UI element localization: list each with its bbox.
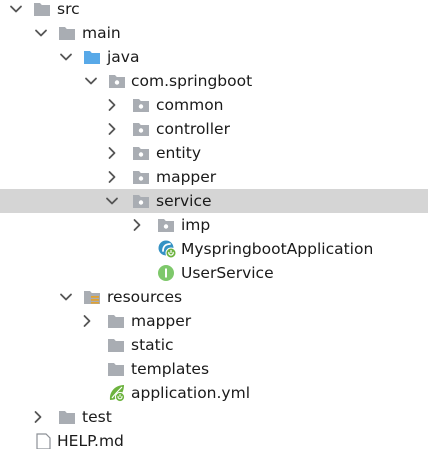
folder-icon [108,315,124,328]
tree-node-label: mapper [131,312,192,330]
tree-node-imp[interactable]: imp [0,213,428,237]
chevron-right-icon[interactable] [79,313,95,329]
tree-node-label: UserService [181,264,274,282]
tree-node-mapper-folder[interactable]: mapper [0,309,428,333]
chevron-right-icon[interactable] [129,217,145,233]
tree-node-label: MyspringbootApplication [181,240,374,258]
tree-node-help-md[interactable]: HELP.md [0,429,428,453]
tree-node-label: templates [131,360,210,378]
tree-node-application-yml[interactable]: application.yml [0,381,428,405]
chevron-down-icon[interactable] [58,49,74,65]
tree-node-label: test [82,408,112,426]
tree-node-userservice[interactable]: UserService [0,261,428,285]
chevron-right-icon[interactable] [104,145,120,161]
tree-node-src[interactable]: src [0,0,428,21]
chevron-right-icon[interactable] [104,97,120,113]
tree-node-label: src [57,0,80,18]
tree-node-label: static [131,336,174,354]
spring-boot-class-icon [158,240,177,259]
tree-node-label: service [156,192,212,210]
chevron-right-icon[interactable] [30,409,46,425]
source-folder-icon [84,51,100,64]
tree-node-label: controller [156,120,230,138]
folder-icon [108,363,124,376]
folder-icon [59,27,75,40]
chevron-down-icon[interactable] [104,193,120,209]
tree-node-controller[interactable]: controller [0,117,428,141]
tree-node-label: mapper [156,168,217,186]
tree-node-common[interactable]: common [0,93,428,117]
tree-node-label: imp [181,216,211,234]
chevron-down-icon[interactable] [33,25,49,41]
tree-node-com-springboot[interactable]: com.springboot [0,69,428,93]
chevron-down-icon[interactable] [8,1,24,17]
markdown-file-icon [36,433,51,449]
tree-node-java[interactable]: java [0,45,428,69]
tree-node-mapper-package[interactable]: mapper [0,165,428,189]
tree-node-resources[interactable]: resources [0,285,428,309]
spring-config-file-icon [109,385,126,403]
tree-node-label: main [82,24,121,42]
package-icon [133,195,149,208]
tree-node-main[interactable]: main [0,21,428,45]
tree-node-templates[interactable]: templates [0,357,428,381]
package-icon [133,123,149,136]
tree-node-label: java [107,48,140,66]
package-icon [133,147,149,160]
tree-node-label: HELP.md [57,432,124,450]
chevron-down-icon[interactable] [58,289,74,305]
package-icon [133,99,149,112]
interface-icon [158,265,174,281]
tree-node-test[interactable]: test [0,405,428,429]
folder-icon [59,411,75,424]
tree-node-entity[interactable]: entity [0,141,428,165]
resources-folder-icon [84,291,100,304]
chevron-right-icon[interactable] [104,121,120,137]
tree-node-label: com.springboot [131,72,253,90]
chevron-right-icon[interactable] [104,169,120,185]
package-icon [109,75,125,88]
chevron-down-icon[interactable] [83,73,99,89]
package-icon [158,219,174,232]
tree-node-service[interactable]: service [0,189,428,213]
tree-node-label: resources [107,288,183,306]
tree-node-static[interactable]: static [0,333,428,357]
folder-icon [108,339,124,352]
tree-node-myspringbootapplication[interactable]: MyspringbootApplication [0,237,428,261]
tree-node-label: common [156,96,224,114]
tree-node-label: application.yml [131,384,251,402]
package-icon [133,171,149,184]
tree-node-label: entity [156,144,201,162]
folder-icon [34,3,50,16]
